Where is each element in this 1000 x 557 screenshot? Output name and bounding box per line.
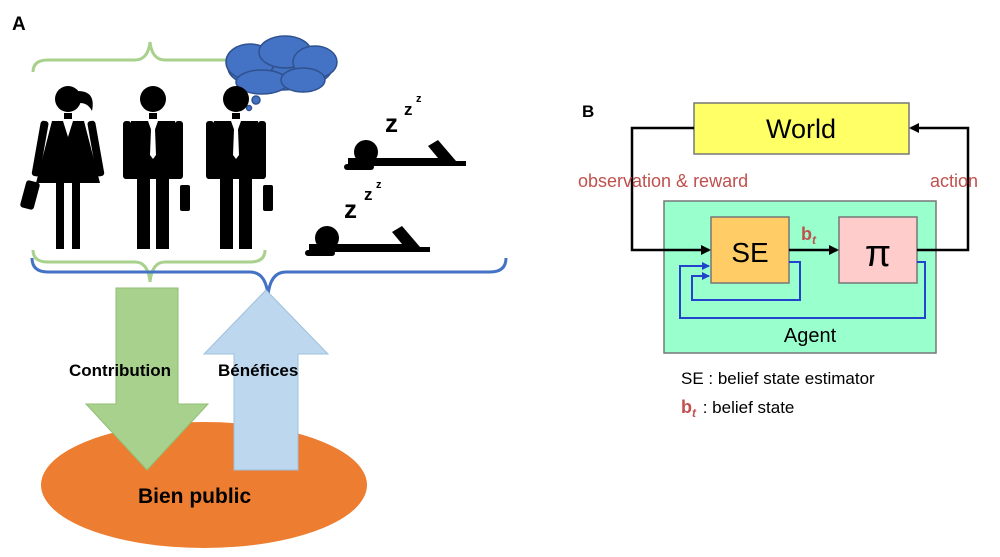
agent-label: Agent: [784, 325, 837, 347]
belief-subscript: t: [812, 233, 817, 247]
woman-icon: [20, 86, 105, 249]
belief-state-symbol: bt: [801, 224, 817, 247]
sleep-z-large: z: [344, 194, 357, 224]
legend-belief-symbol: bt: [681, 397, 697, 420]
sleep-z-medium: z: [404, 100, 413, 119]
se-feedback-loop: [691, 261, 801, 301]
sleep-z-small: z: [416, 93, 422, 105]
bottom-green-brace: [31, 249, 267, 283]
benefits-label: Bénéfices: [218, 361, 298, 380]
bottom-blue-brace: [30, 257, 508, 297]
sleep-z-small: z: [376, 179, 382, 191]
man-icon: [206, 86, 273, 249]
thought-cloud-icon: [225, 35, 338, 112]
pi-label: π: [865, 233, 891, 275]
panel-b-label: B: [582, 102, 594, 121]
man-icon: [123, 86, 190, 249]
se-label: SE: [731, 237, 768, 268]
benefits-arrow: [202, 289, 330, 471]
sleeping-person-icon: [344, 140, 466, 170]
legend-belief: : belief state: [698, 398, 794, 417]
public-good-label: Bien public: [138, 485, 251, 508]
panel-a-label: A: [12, 14, 26, 35]
world-label: World: [766, 114, 836, 144]
sleep-z-medium: z: [364, 185, 373, 204]
pi-box: [838, 216, 918, 284]
observation-arrow: [630, 126, 711, 255]
sleeping-person-icon: [305, 226, 430, 256]
action-label: action: [930, 171, 978, 191]
action-arrow: [909, 123, 970, 252]
contribution-label: Contribution: [69, 361, 171, 380]
sleep-z-large: z: [385, 108, 398, 138]
pi-feedback-loop: [679, 261, 926, 319]
contribution-arrow: [84, 287, 210, 471]
observation-label: observation & reward: [578, 171, 748, 191]
legend-se: SE : belief state estimator: [681, 369, 875, 388]
